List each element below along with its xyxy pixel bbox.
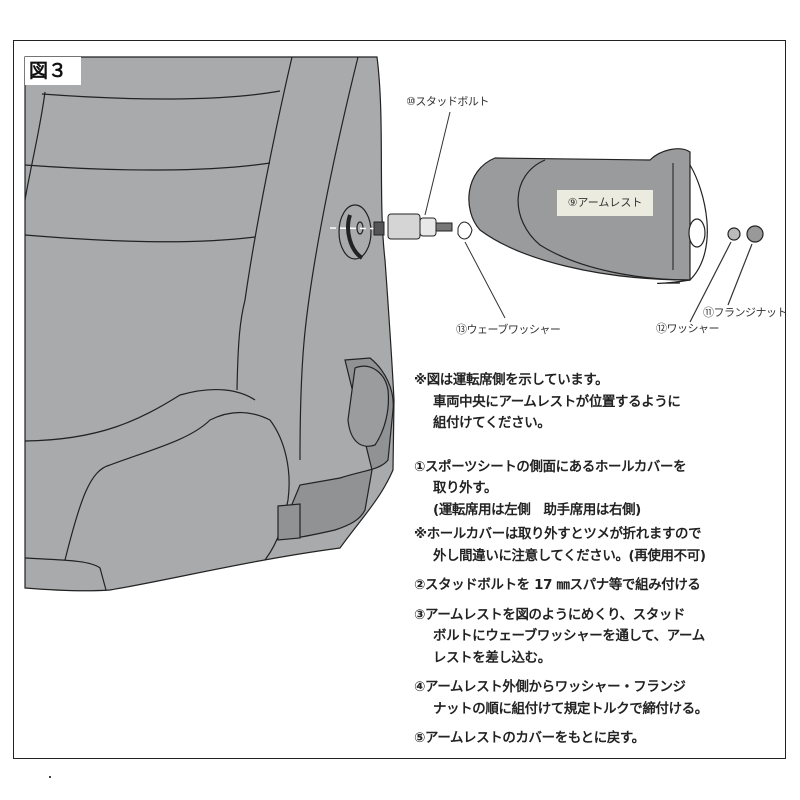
figure-frame bbox=[13, 40, 786, 759]
wave-washer-illustration bbox=[457, 221, 506, 319]
note1-line: ※図は運転席側を示しています。 bbox=[414, 373, 609, 388]
label-flange-nut: ⑪フランジナット bbox=[703, 306, 788, 319]
step3-line: ボルトにウェーブワッシャーを通して、アーム bbox=[433, 629, 705, 644]
step2-line: ②スタッドボルトを 17 ㎜スパナ等で組み付ける bbox=[414, 578, 701, 593]
armrest-illustration bbox=[468, 148, 764, 323]
step5-line: ⑤アームレストのカバーをもとに戻す。 bbox=[414, 731, 645, 746]
label-washer: ⑫ワッシャー bbox=[656, 322, 720, 335]
stray-dot bbox=[49, 776, 51, 778]
seat-illustration bbox=[24, 56, 395, 592]
seat-recliner-lever bbox=[277, 357, 394, 541]
step1-line: (運転席用は左側 助手席用は右側) bbox=[433, 502, 641, 518]
figure-title: 図３ bbox=[25, 57, 81, 85]
step3-line: ③アームレストを図のようにめくり、スタッド bbox=[414, 607, 686, 623]
step4-line: ④アームレスト外側からワッシャー・フランジ bbox=[414, 680, 686, 695]
label-armrest: ⑨アームレスト bbox=[557, 190, 653, 216]
note1-line: 車両中央にアームレストが位置するように bbox=[433, 394, 681, 410]
step1-line: 取り外す。 bbox=[433, 481, 498, 496]
note2-line: ※ホールカバーは取り外すとツメが折れますので bbox=[414, 527, 702, 542]
step3-line: レストを差し込む。 bbox=[433, 650, 551, 666]
stud-bolt-illustration bbox=[373, 111, 453, 240]
step4-line: ナットの順に組付けて規定トルクで締付ける。 bbox=[433, 701, 708, 717]
label-stud-bolt: ⑩スタッドボルト bbox=[406, 95, 489, 108]
note1-line: 組付けてください。 bbox=[433, 416, 551, 431]
label-wave-washer: ⑬ウェーブワッシャー bbox=[456, 323, 561, 336]
note2-line: 外し間違いに注意してください。(再使用不可) bbox=[433, 548, 706, 564]
instructions: ※図は運転席側を示しています。 車両中央にアームレストが位置するように 組付けて… bbox=[414, 370, 784, 750]
step1-line: ①スポーツシートの側面にあるホールカバーを bbox=[414, 459, 687, 475]
